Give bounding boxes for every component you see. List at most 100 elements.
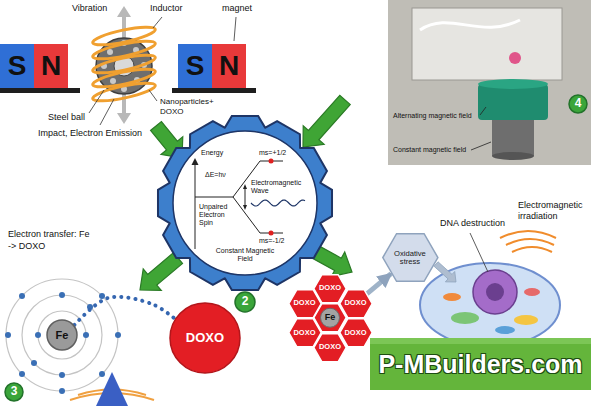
part-label: Nanoparticles+ DOXO [160, 97, 218, 117]
leader-line [149, 90, 157, 101]
text-slot: ms=-1/2 [259, 237, 284, 245]
callout-number-text: 2 [242, 295, 249, 308]
cell-illustration [514, 315, 538, 325]
leader-line [234, 17, 236, 41]
doxo-molecule: DOXO [169, 302, 241, 374]
callout-number-text: 3 [11, 385, 18, 398]
device-photo [480, 107, 486, 115]
part-label: magnet [222, 3, 252, 14]
inductor-coil [91, 79, 156, 104]
energy-line [233, 197, 283, 233]
doxo-hexagon-shape [288, 319, 320, 347]
energy-line [195, 197, 233, 198]
irradiation-wave [500, 231, 556, 238]
photo-label-slot: Constant magnetic field [393, 146, 466, 154]
callout-number: 3 [4, 382, 24, 402]
wave-line [251, 200, 305, 206]
energy-line [195, 164, 196, 249]
step-label: Electron transfer: Fe -> DOXO [8, 228, 92, 252]
gear-text: ms=-1/2 [259, 237, 284, 245]
electron-dot [83, 332, 89, 338]
atom-orbit [6, 279, 118, 391]
electron-dot [19, 371, 25, 377]
cell-illustration [524, 288, 540, 296]
part-label-slot: Impact, Electron Emission [38, 128, 142, 139]
process-gear-outline [155, 113, 335, 293]
electron-dot [99, 371, 105, 377]
magnet-pole: S [0, 44, 34, 88]
photo-label: Constant magnetic field [393, 146, 466, 154]
part-label-slot: Inductor [150, 3, 183, 14]
iron-atom-shape [47, 320, 77, 350]
electron-dot [31, 360, 37, 366]
doxo-hexagon: DOXO [288, 318, 322, 347]
part-label-slot: Vibration [72, 3, 107, 14]
atom-orbit [22, 295, 102, 375]
irradiation-wave [506, 239, 554, 245]
leader-line [153, 17, 162, 28]
iron-hexagon-text: Fe [325, 313, 336, 323]
gear-text: ΔE=hν [205, 171, 226, 179]
doxo-hexagon: DOXO [339, 289, 373, 318]
part-label-slot: Nanoparticles+ DOXO [160, 97, 218, 117]
process-arrow [303, 95, 350, 147]
field-source [70, 372, 154, 406]
magnet-pole-text: S [186, 51, 205, 82]
gear-text: Unpaired Electron Spin [199, 203, 233, 227]
energy-diagram [195, 161, 283, 249]
part-label: Vibration [72, 3, 107, 14]
stress-hexagon-shape [382, 234, 437, 282]
electron-dot [5, 332, 11, 338]
doxo-hexagon-text: DOXO [319, 284, 341, 292]
electron-dot [5, 292, 121, 394]
doxo-hexagon-shape [339, 289, 371, 317]
device-photo [412, 8, 562, 80]
magnet-base [172, 88, 256, 93]
doxo-hexagon-shape [288, 289, 320, 317]
irradiation-wave [500, 231, 556, 252]
cell-illustration [495, 326, 515, 334]
irradiation-wave [512, 247, 552, 252]
magnet-pole-text: N [219, 51, 239, 82]
text-slot: ms=+1/2 [259, 149, 286, 157]
doxo-hexagon-text: DOXO [344, 299, 366, 307]
electron-dot [35, 332, 41, 338]
atom-orbit [6, 279, 118, 391]
step-label-slot: Electromagnetic irradiation [518, 200, 588, 222]
nanoparticle [107, 49, 113, 55]
watermark-banner [370, 338, 591, 344]
electron-dot [59, 372, 65, 378]
device-photo [471, 142, 491, 150]
gear-text: Constant Magnetic Field [210, 247, 280, 263]
callout-number-shape [5, 383, 23, 401]
callout-number: 2 [234, 291, 256, 313]
energy-arrow-head [192, 158, 199, 165]
iron-core [321, 308, 340, 327]
watermark-banner [370, 338, 591, 390]
electron-dot [59, 292, 65, 298]
magnet-pole-text: N [41, 51, 61, 82]
doxo-hexagon-text: DOXO [293, 299, 315, 307]
stress-hexagon-text: Oxidative stress [388, 250, 432, 267]
magnet-base [0, 88, 80, 93]
iron-atom-text: Fe [56, 329, 69, 341]
part-label-slot: Steel ball [48, 112, 85, 123]
part-label: Inductor [150, 3, 183, 14]
text-slot: ΔE=hν [205, 171, 226, 179]
magnet-pole: N [34, 44, 68, 88]
text-slot: Electromagnetic Wave [251, 179, 307, 195]
stress-arrow [367, 274, 391, 294]
energy-arrow-head [243, 184, 247, 189]
device-photo [420, 20, 520, 30]
magnet-pole-text: S [8, 51, 27, 82]
electron-dot [99, 293, 105, 299]
electron-dot [19, 293, 25, 299]
cell-illustration [420, 263, 560, 347]
gear-text: Electromagnetic Wave [251, 179, 307, 195]
step-label: Electromagnetic irradiation [518, 200, 588, 222]
cell-illustration [451, 312, 479, 324]
cell-illustration [420, 263, 560, 347]
iron-atom: Fe [46, 319, 78, 351]
nanoparticle [110, 78, 116, 84]
process-arrow [140, 95, 352, 290]
